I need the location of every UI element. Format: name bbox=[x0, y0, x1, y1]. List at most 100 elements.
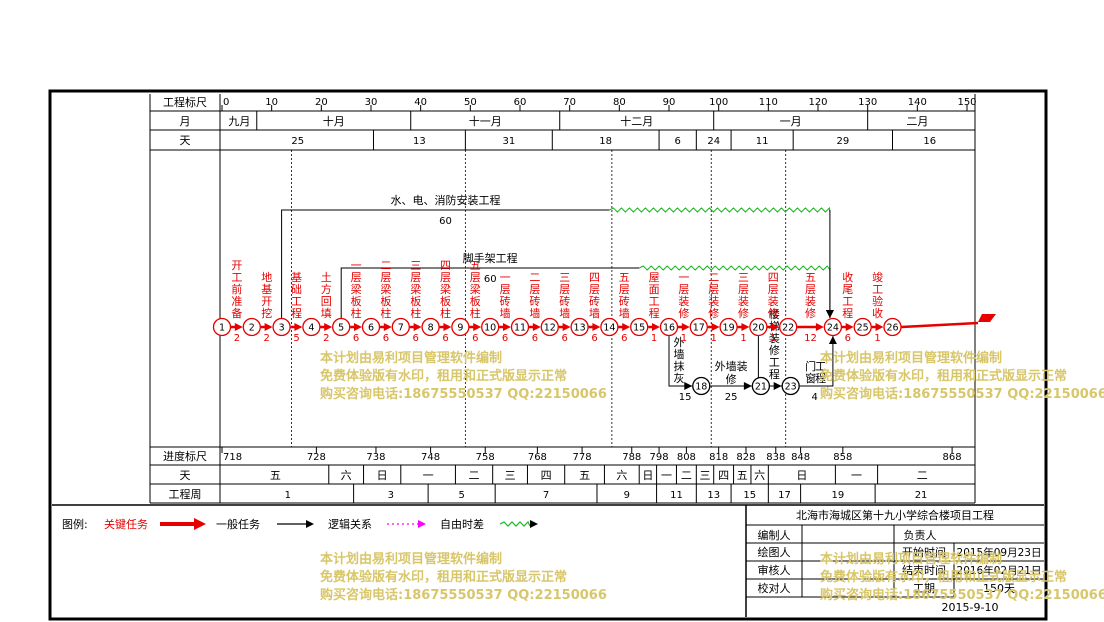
critical-task-name: 五 bbox=[805, 271, 816, 284]
node-label: 4 bbox=[308, 323, 314, 334]
network-node[interactable]: 13 bbox=[570, 317, 589, 337]
network-node[interactable]: 23 bbox=[781, 376, 800, 396]
node-circle bbox=[451, 317, 470, 337]
month-label: 二月 bbox=[906, 115, 928, 128]
top-tick-label: 90 bbox=[663, 97, 676, 108]
network-node[interactable]: 26 bbox=[883, 317, 902, 337]
week-label: 9 bbox=[624, 490, 630, 501]
low-task-name: 外墙装 bbox=[715, 359, 748, 373]
critical-task-name: 柱 bbox=[470, 306, 481, 320]
node-label: 24 bbox=[827, 323, 839, 334]
bottom-tick-label: 848 bbox=[791, 452, 810, 463]
month-label: 十一月 bbox=[469, 114, 502, 128]
critical-task-name: 一 bbox=[678, 271, 689, 284]
critical-task-name: 一 bbox=[351, 259, 362, 272]
network-node[interactable]: 21 bbox=[751, 376, 771, 396]
critical-task-name: 柱 bbox=[380, 306, 391, 320]
watermark-line1: 本计划由易利项目管理软件编制 bbox=[320, 350, 502, 366]
week-header: 工程周 bbox=[169, 488, 202, 501]
network-node[interactable]: 20 bbox=[749, 317, 768, 337]
network-node[interactable]: 4 bbox=[302, 317, 321, 337]
critical-task-duration: 6 bbox=[845, 333, 851, 344]
top-tick-label: 130 bbox=[858, 97, 877, 108]
critical-task-name: 装 bbox=[738, 295, 749, 308]
network-node[interactable]: 10 bbox=[481, 317, 500, 337]
critical-task-name: 砖 bbox=[619, 294, 630, 308]
legend-float-arrow-icon bbox=[530, 520, 538, 528]
critical-task-name: 层 bbox=[738, 283, 749, 296]
network-node[interactable]: 9 bbox=[451, 317, 470, 337]
bottom-tick-label: 868 bbox=[943, 452, 962, 463]
critical-task-name: 地 bbox=[261, 271, 272, 284]
arrow-head-icon bbox=[264, 323, 273, 331]
network-node[interactable]: 18 bbox=[692, 376, 711, 396]
top-tick-label: 10 bbox=[265, 97, 278, 108]
node-circle bbox=[570, 317, 589, 337]
arrow-head-icon bbox=[684, 382, 693, 390]
node-circle bbox=[719, 317, 738, 337]
network-node[interactable]: 14 bbox=[600, 317, 619, 337]
node-label: 5 bbox=[338, 323, 344, 334]
network-node[interactable]: 5 bbox=[332, 317, 351, 337]
node-circle bbox=[659, 317, 679, 337]
weekday-label: 日 bbox=[796, 469, 807, 482]
network-node[interactable]: 24 bbox=[823, 317, 843, 337]
network-node[interactable]: 17 bbox=[689, 317, 708, 337]
network-node[interactable]: 2 bbox=[242, 317, 261, 337]
critical-task-name: 工 bbox=[872, 283, 883, 296]
arrow-head-icon bbox=[383, 323, 392, 331]
network-node[interactable]: 6 bbox=[361, 317, 381, 337]
network-node[interactable]: 7 bbox=[391, 317, 410, 337]
end-arrow bbox=[901, 321, 979, 329]
watermark-bottom-center: 本计划由易利项目管理软件编制 免费体验版有水印，租用和正式版显示正常 购买咨询电… bbox=[320, 551, 607, 603]
node-circle bbox=[540, 317, 559, 337]
network-node[interactable]: 19 bbox=[719, 317, 738, 337]
critical-task-duration: 2 bbox=[234, 333, 240, 344]
critical-task-name: 墙 bbox=[500, 306, 511, 320]
critical-task-name: 开 bbox=[231, 259, 242, 272]
critical-task-name: 工 bbox=[649, 295, 660, 308]
critical-task-name: 板 bbox=[470, 294, 481, 308]
top-tick-label: 20 bbox=[315, 97, 328, 108]
day-label: 18 bbox=[599, 136, 612, 147]
network-node[interactable]: 16 bbox=[659, 317, 679, 337]
watermark-line2: 免费体验版有水印，租用和正式版显示正常 bbox=[320, 368, 567, 384]
critical-task-name: 程 bbox=[649, 307, 660, 320]
arrow-head-icon bbox=[875, 323, 884, 331]
day-label: 25 bbox=[291, 136, 304, 147]
critical-task-name: 工 bbox=[231, 271, 242, 284]
critical-task-name: 装 bbox=[678, 295, 689, 308]
low-task-name: 灰 bbox=[674, 371, 685, 385]
network-node[interactable]: 22 bbox=[779, 317, 798, 337]
network-node[interactable]: 11 bbox=[510, 317, 530, 337]
network-node[interactable]: 8 bbox=[421, 317, 440, 337]
critical-task-name: 砖 bbox=[559, 294, 570, 308]
node-circle bbox=[272, 317, 291, 337]
network-node[interactable]: 25 bbox=[853, 317, 872, 337]
critical-task-name: 收 bbox=[872, 306, 883, 320]
critical-task-name: 二 bbox=[708, 271, 719, 284]
critical-task-name: 砖 bbox=[500, 294, 511, 308]
arrow-head-icon bbox=[743, 382, 752, 390]
critical-task-name: 层 bbox=[351, 271, 362, 284]
network-node[interactable]: 1 bbox=[212, 317, 232, 337]
low-task-duration: 15 bbox=[679, 392, 692, 403]
legend-critical-label: 关键任务 bbox=[104, 517, 148, 531]
node-label: 17 bbox=[693, 323, 705, 334]
top-tick-label: 150 bbox=[957, 97, 976, 108]
critical-task-duration: 6 bbox=[442, 333, 448, 344]
critical-task-name: 工 bbox=[842, 295, 853, 308]
week-label: 15 bbox=[743, 490, 756, 501]
network-node[interactable]: 3 bbox=[272, 317, 291, 337]
critical-task-name: 修 bbox=[768, 306, 779, 320]
node-circle bbox=[823, 317, 843, 337]
critical-task-name: 工 bbox=[291, 295, 302, 308]
network-node[interactable]: 15 bbox=[630, 317, 649, 337]
network-node[interactable]: 12 bbox=[540, 317, 559, 337]
day-label: 16 bbox=[923, 136, 936, 147]
weekday-label: 四 bbox=[718, 469, 729, 482]
weekday-label: 一 bbox=[851, 469, 862, 482]
top-tick-label: 50 bbox=[464, 97, 477, 108]
